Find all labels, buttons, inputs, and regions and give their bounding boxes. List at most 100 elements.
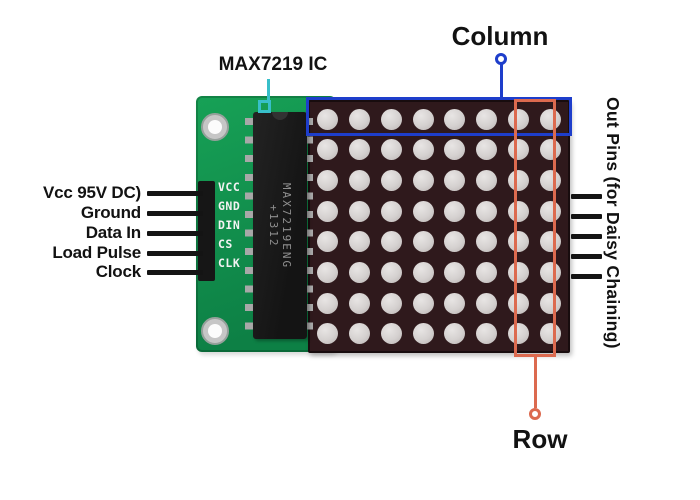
led-dot — [507, 323, 529, 345]
pin-header — [198, 181, 215, 281]
led-dot — [507, 200, 529, 222]
led-dot — [380, 323, 402, 345]
out-pin — [571, 274, 602, 279]
led-dot — [317, 200, 339, 222]
silk-cs: CS — [218, 237, 233, 251]
led-dot — [476, 292, 498, 314]
pin-row-ground: Ground — [0, 202, 205, 224]
load-pulse-label: Load Pulse — [52, 243, 141, 262]
silk-gnd: GND — [218, 199, 241, 213]
led-dot — [476, 170, 498, 192]
led-dot — [444, 231, 466, 253]
led-dot — [507, 170, 529, 192]
ic-marking-line2: +1312 — [267, 203, 280, 248]
mounting-hole-bottom — [201, 317, 229, 345]
vcc-label: Vcc 95V DC) — [43, 183, 141, 202]
column-pointer-line — [500, 64, 503, 98]
led-dot — [349, 200, 371, 222]
ic-marking-line1: MAX7219ENG — [280, 182, 293, 269]
led-dot — [349, 261, 371, 283]
vcc-pin — [147, 191, 203, 196]
led-dot — [507, 139, 529, 161]
led-dot — [349, 139, 371, 161]
ic-pointer-line — [267, 79, 270, 103]
led-dot — [349, 108, 371, 130]
led-dot — [476, 139, 498, 161]
pin-row-vcc: Vcc 95V DC) — [0, 182, 205, 204]
pin-row-clock: Clock — [0, 261, 205, 283]
led-dot — [380, 170, 402, 192]
led-dot — [444, 292, 466, 314]
out-pins-annotation-label: Out Pins (for Daisy Chaining) — [603, 97, 623, 349]
out-pins-group — [571, 194, 602, 294]
ic-pointer-square — [258, 100, 271, 113]
silk-din: DIN — [218, 218, 241, 232]
led-dot — [317, 323, 339, 345]
ic-pins-right — [304, 118, 313, 333]
ic-marking-text: MAX7219ENG +1312 — [267, 182, 293, 268]
led-dot — [380, 108, 402, 130]
out-pin — [571, 254, 602, 259]
clock-pin — [147, 270, 203, 275]
led-dot — [317, 139, 339, 161]
data-in-pin — [147, 231, 203, 236]
led-dot — [349, 231, 371, 253]
silk-vcc: VCC — [218, 180, 241, 194]
max7219-ic-chip: MAX7219ENG +1312 — [253, 112, 307, 339]
led-dot — [507, 261, 529, 283]
led-dot — [349, 292, 371, 314]
led-dot — [444, 170, 466, 192]
led-dot — [444, 323, 466, 345]
led-dot — [349, 323, 371, 345]
led-dot — [476, 108, 498, 130]
load-pulse-pin — [147, 251, 203, 256]
led-matrix — [308, 100, 570, 353]
led-dot-grid — [312, 104, 566, 349]
led-dot — [444, 261, 466, 283]
led-dot — [507, 292, 529, 314]
ic-notch — [272, 112, 288, 120]
led-dot — [507, 108, 529, 130]
led-dot — [380, 200, 402, 222]
led-dot — [380, 231, 402, 253]
led-dot — [412, 200, 434, 222]
led-dot — [412, 231, 434, 253]
led-dot — [476, 231, 498, 253]
row-pointer-circle — [529, 408, 541, 420]
led-dot — [412, 170, 434, 192]
row-annotation-label: Row — [512, 424, 568, 454]
led-dot — [380, 261, 402, 283]
out-pin — [571, 194, 602, 199]
led-dot — [317, 108, 339, 130]
led-dot — [412, 323, 434, 345]
pin-row-data-in: Data In — [0, 222, 205, 244]
ic-pins-left — [245, 118, 254, 333]
pin-row-load-pulse: Load Pulse — [0, 242, 205, 264]
row-pointer-line — [534, 357, 537, 408]
led-dot — [349, 170, 371, 192]
data-in-label: Data In — [85, 223, 141, 242]
led-dot — [476, 323, 498, 345]
pcb-silkscreen-labels: VCC GND DIN CS CLK — [218, 180, 240, 270]
led-dot — [380, 139, 402, 161]
led-dot — [412, 261, 434, 283]
led-dot — [317, 292, 339, 314]
led-dot — [412, 108, 434, 130]
led-dot — [476, 261, 498, 283]
led-dot — [507, 231, 529, 253]
led-dot — [317, 261, 339, 283]
led-dot — [412, 292, 434, 314]
ground-pin — [147, 211, 203, 216]
silk-clk: CLK — [218, 256, 241, 270]
led-dot — [412, 139, 434, 161]
column-highlight-rect — [306, 97, 572, 136]
out-pin — [571, 214, 602, 219]
clock-label: Clock — [95, 262, 141, 281]
ground-label: Ground — [80, 203, 141, 222]
row-highlight-rect — [514, 99, 556, 357]
out-pin — [571, 234, 602, 239]
led-dot — [317, 231, 339, 253]
mounting-hole-top — [201, 113, 229, 141]
led-dot — [444, 200, 466, 222]
